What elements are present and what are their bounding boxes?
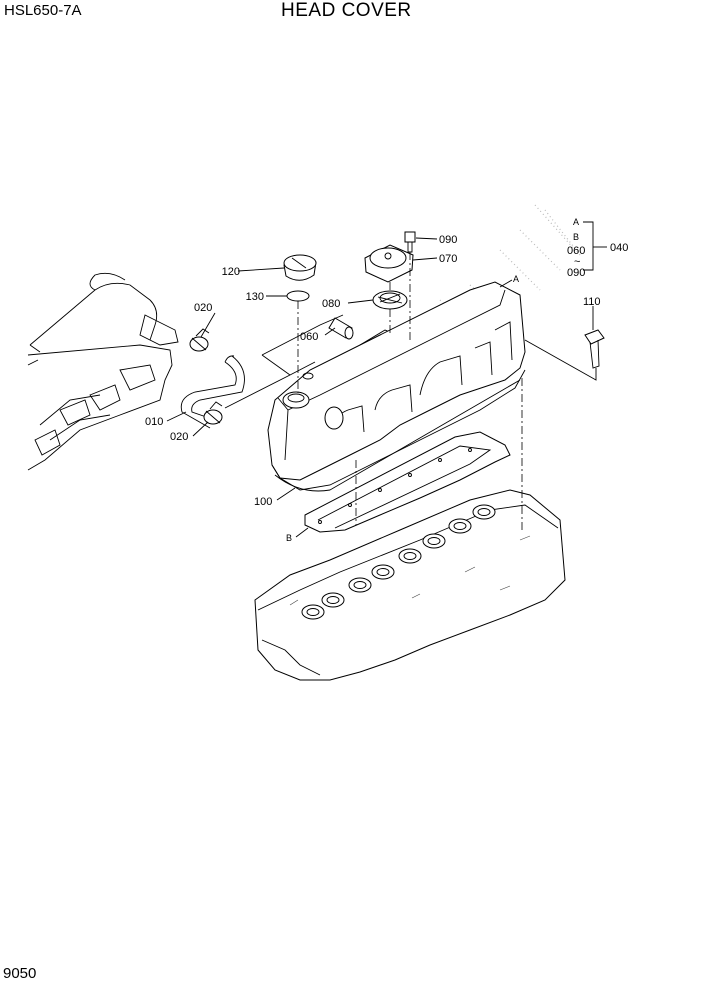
callout-090-main: 090 xyxy=(439,234,457,246)
range-tilde: ~ xyxy=(574,256,580,268)
breather-hose xyxy=(180,355,245,429)
hose-clip-upper xyxy=(189,328,210,352)
callouts: 120 130 020 010 020 080 060 090 070 100 … xyxy=(145,217,628,543)
callout-070: 070 xyxy=(439,253,457,265)
pipe-060 xyxy=(328,317,354,340)
o-ring xyxy=(286,290,310,302)
intake-manifold xyxy=(27,272,179,471)
ref-B-lower: B xyxy=(286,533,292,543)
ref-B-legend: B xyxy=(573,232,579,242)
background-dots xyxy=(439,204,581,331)
callout-060-main: 060 xyxy=(300,331,318,343)
bolt-090 xyxy=(404,231,416,253)
callout-010: 010 xyxy=(145,416,163,428)
page-number: 9050 xyxy=(3,965,37,982)
head-cover xyxy=(267,281,526,492)
model-code: HSL650-7A xyxy=(4,2,82,19)
head-cover-gasket xyxy=(304,431,511,533)
callout-110: 110 xyxy=(583,296,601,308)
callout-040: 040 xyxy=(610,242,628,254)
callout-090-legend: 090 xyxy=(567,267,585,279)
callout-120: 120 xyxy=(222,266,240,278)
callout-060-legend: 060 xyxy=(567,245,585,257)
oil-filler-cap xyxy=(283,254,317,281)
bolt-110 xyxy=(584,329,605,369)
breather-cover xyxy=(364,244,414,283)
callout-020-lower: 020 xyxy=(170,431,188,443)
hose-clip-lower xyxy=(203,401,223,425)
callout-020-upper: 020 xyxy=(194,302,212,314)
cylinder-head xyxy=(254,489,566,681)
callout-080: 080 xyxy=(322,298,340,310)
breather-element xyxy=(372,290,408,310)
page-title: HEAD COVER xyxy=(281,0,412,21)
ref-A-legend: A xyxy=(573,217,579,227)
callout-100: 100 xyxy=(254,496,272,508)
valve-seats xyxy=(301,504,496,620)
leader-lines xyxy=(166,221,607,538)
callout-130: 130 xyxy=(246,291,264,303)
ref-A-cover: A xyxy=(513,274,519,284)
